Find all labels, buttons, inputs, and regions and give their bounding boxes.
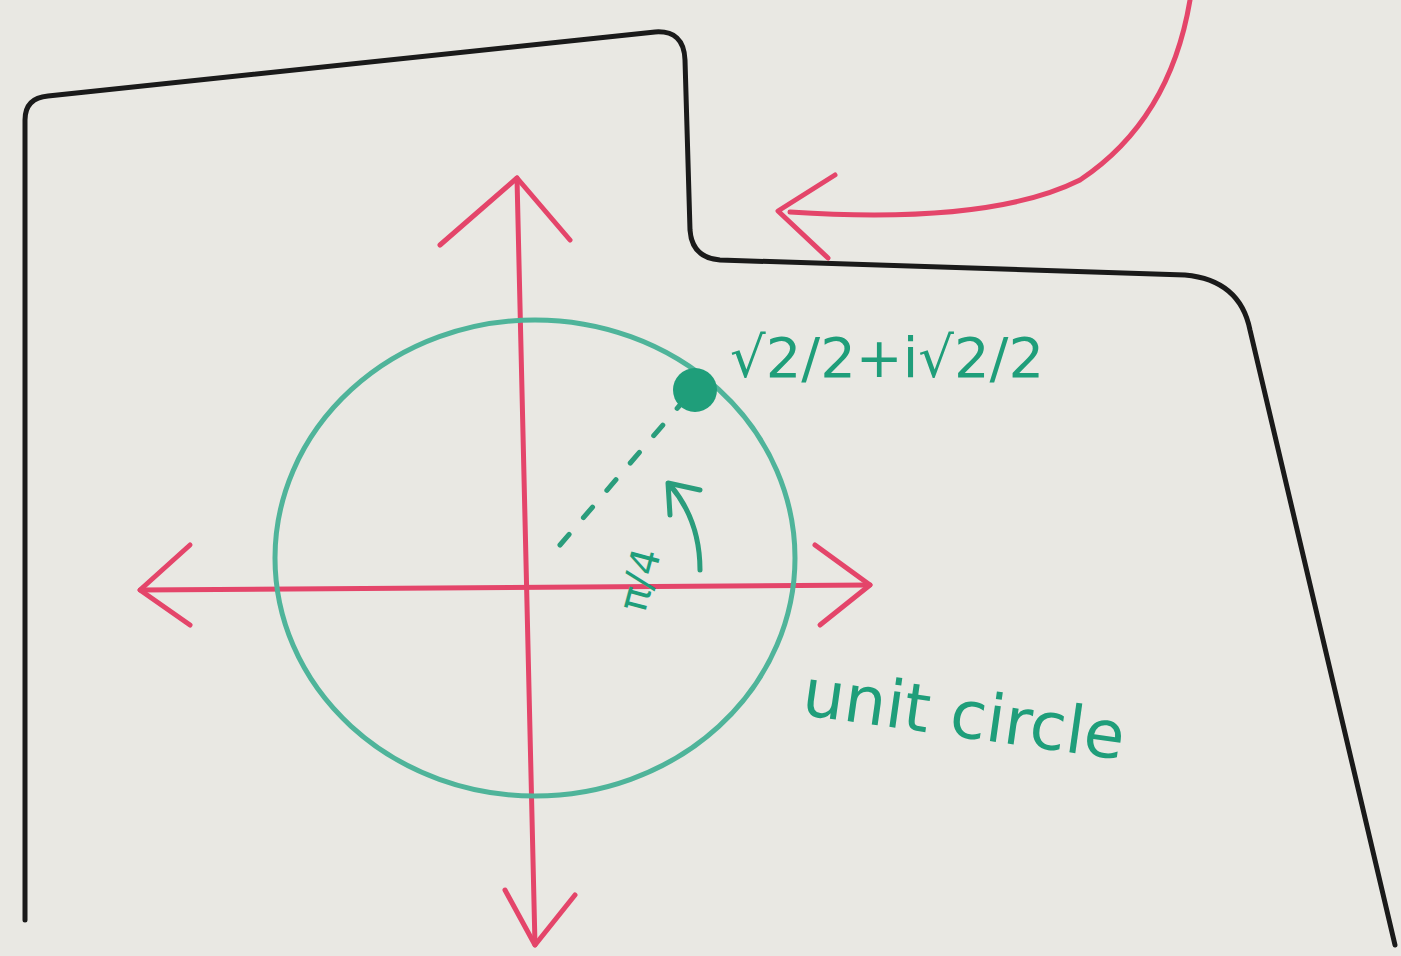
radius-dashed xyxy=(560,405,680,545)
imaginary-axis xyxy=(517,178,535,945)
point-value: √2/2+i√2/2 xyxy=(730,330,1044,386)
circle-label: unit circle xyxy=(799,660,1129,771)
pointer-arrow xyxy=(790,0,1190,215)
angle-arc xyxy=(670,485,700,570)
real-axis xyxy=(140,585,870,590)
region-outline xyxy=(25,32,1395,945)
axis-arrowhead xyxy=(505,890,575,945)
angle-label: π/4 xyxy=(612,544,667,615)
axis-arrowhead xyxy=(140,545,190,625)
axis-arrowhead xyxy=(815,545,870,625)
point xyxy=(673,368,717,412)
pointer-arrowhead xyxy=(778,175,835,258)
axis-arrowhead xyxy=(440,178,570,245)
angle-arrowhead xyxy=(668,483,700,515)
unit-circle xyxy=(275,320,795,796)
